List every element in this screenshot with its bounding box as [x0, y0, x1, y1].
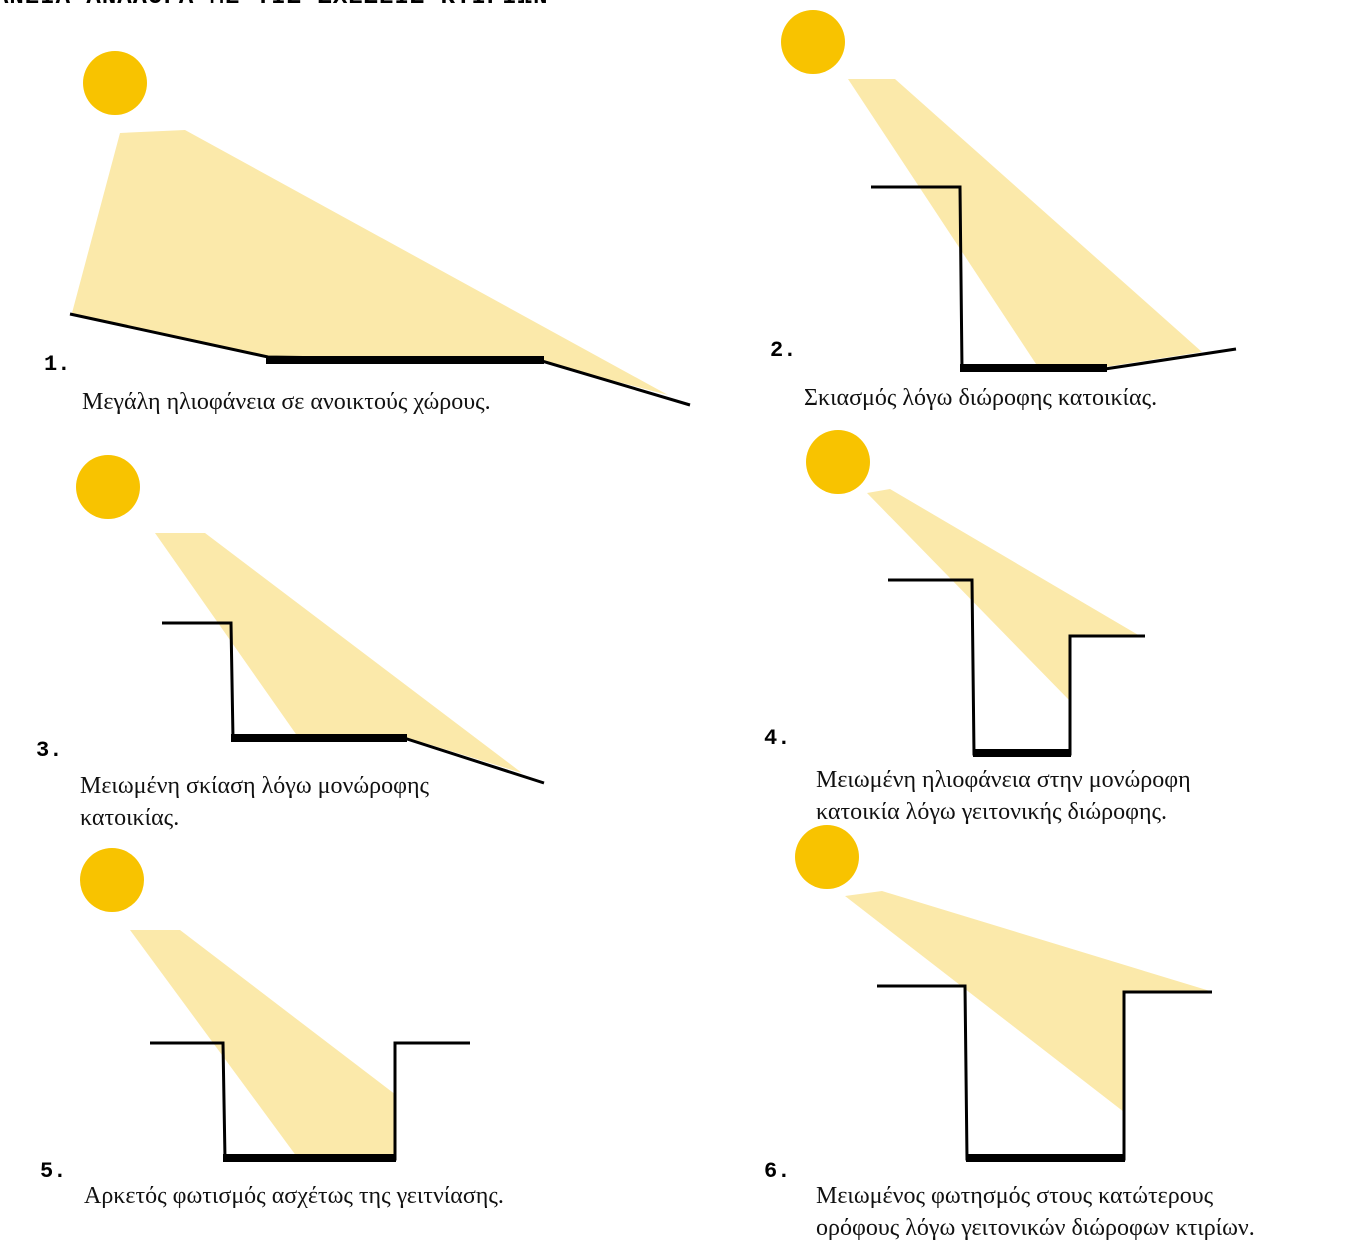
sun-icon — [83, 51, 147, 115]
caption-line: Μειωμένη ηλιοφάνεια στην μονώροφη — [816, 767, 1191, 793]
panel-5-number: 5. — [40, 1159, 67, 1184]
caption-line: κατοικία λόγω γειτονικής διώροφης. — [816, 799, 1167, 825]
caption-line: κατοικίας. — [80, 805, 180, 831]
panel-2-caption: Σκιασμός λόγω διώροφης κατοικίας. — [804, 382, 1157, 414]
panel-4-illustration — [806, 430, 1145, 757]
sunlight-beam — [845, 891, 1210, 1112]
panel-3-number: 3. — [36, 738, 63, 763]
panel-2-illustration — [781, 10, 1237, 372]
panel-3-caption: Μειωμένη σκίαση λόγω μονώροφης κατοικίας… — [80, 770, 429, 834]
sun-icon — [781, 10, 845, 74]
panel-1-caption: Μεγάλη ηλιοφάνεια σε ανοικτούς χώρους. — [82, 386, 491, 418]
sunlight-beam — [72, 130, 668, 395]
panel-6-number: 6. — [764, 1159, 791, 1184]
caption-line: Μεγάλη ηλιοφάνεια σε ανοικτούς χώρους. — [82, 389, 491, 415]
sunlight-beam — [130, 930, 396, 1157]
sunlight-beam — [848, 79, 1202, 367]
panel-3-illustration — [76, 455, 545, 785]
panel-1-illustration — [69, 51, 691, 407]
panel-4-caption: Μειωμένη ηλιοφάνεια στην μονώροφη κατοικ… — [816, 764, 1191, 828]
sun-icon — [795, 825, 859, 889]
caption-line: Μειωμένη σκίαση λόγω μονώροφης — [80, 773, 430, 799]
panel-6-illustration — [795, 825, 1212, 1162]
caption-line: Μειωμένος φωτησμός στους κατώτερους — [816, 1183, 1214, 1209]
sun-icon — [80, 848, 144, 912]
sunlight-beam — [867, 489, 1140, 700]
caption-line: Σκιασμός λόγω διώροφης κατοικίας. — [804, 385, 1158, 411]
page-title: ΑΝΕΙΑ ΑΝΑΛΟΓΑ ΜΕ ΤΙΣ ΣΧΕΣΕΙΣ ΚΤΙΡΙΩΝ — [0, 0, 548, 11]
panel-4-number: 4. — [764, 726, 791, 751]
caption-line: ορόφους λόγω γειτονικών διώροφων κτιρίων… — [816, 1215, 1255, 1241]
panel-1-number: 1. — [44, 352, 71, 377]
sunlight-beam — [155, 533, 522, 773]
caption-line: Αρκετός φωτισμός ασχέτως της γειτνίασης. — [84, 1183, 504, 1209]
panel-2-number: 2. — [770, 338, 797, 363]
sun-icon — [76, 455, 140, 519]
panel-6-caption: Μειωμένος φωτησμός στους κατώτερους ορόφ… — [816, 1180, 1255, 1244]
panel-5-illustration — [80, 848, 470, 1162]
sun-icon — [806, 430, 870, 494]
panel-5-caption: Αρκετός φωτισμός ασχέτως της γειτνίασης. — [84, 1180, 504, 1212]
